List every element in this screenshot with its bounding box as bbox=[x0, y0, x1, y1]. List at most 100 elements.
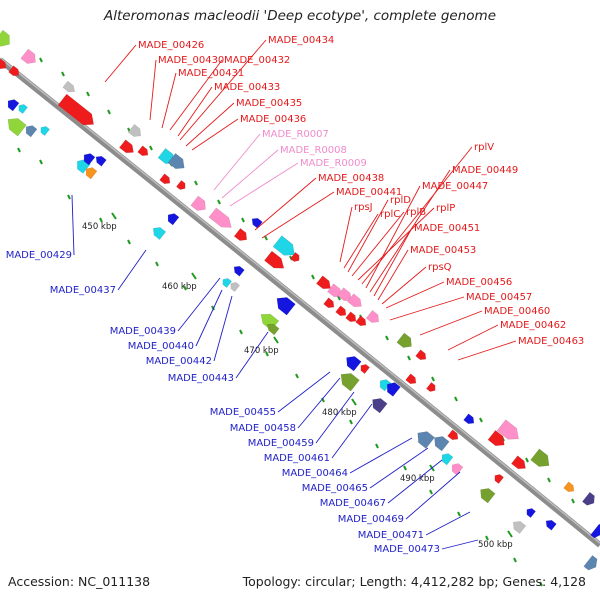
gene-arrow bbox=[346, 356, 362, 372]
leader-line bbox=[441, 539, 479, 550]
gene-arrow bbox=[62, 80, 76, 93]
scale-dash bbox=[311, 274, 315, 280]
leader-line bbox=[381, 266, 427, 305]
gene-arrow bbox=[40, 126, 50, 136]
leader-line bbox=[343, 213, 379, 269]
leader-line bbox=[405, 471, 461, 520]
gene-arrow bbox=[18, 104, 28, 114]
label-reverse-gene: MADE_00440 bbox=[128, 341, 194, 352]
label-forward-gene: MADE_00438 bbox=[318, 173, 384, 184]
gene-arrow bbox=[582, 491, 595, 506]
leader-line bbox=[71, 194, 75, 256]
gene-arrow bbox=[545, 519, 557, 531]
leader-line bbox=[377, 249, 409, 301]
gene-arrow bbox=[290, 252, 300, 262]
label-rna-gene: MADE_R0007 bbox=[262, 129, 329, 140]
label-reverse-gene: MADE_00465 bbox=[302, 483, 368, 494]
gene-arrow bbox=[266, 323, 280, 336]
label-forward-gene: rplV bbox=[474, 142, 494, 153]
leader-line bbox=[195, 289, 223, 347]
label-forward-gene: rplB bbox=[406, 207, 426, 218]
gene-arrow bbox=[583, 555, 598, 571]
summary-text: Topology: circular; Length: 4,412,282 bp… bbox=[242, 574, 586, 589]
scale-dash bbox=[17, 147, 21, 153]
label-forward-gene: rplD bbox=[390, 195, 411, 206]
scale-dash bbox=[539, 581, 543, 587]
label-forward-gene: MADE_00435 bbox=[236, 98, 302, 109]
gene-arrow bbox=[222, 278, 232, 288]
tick-label: 500 kbp bbox=[478, 540, 513, 550]
tick-mark bbox=[111, 212, 117, 220]
gene-arrow bbox=[379, 379, 392, 392]
leader-line bbox=[179, 39, 267, 141]
label-forward-gene: MADE_00447 bbox=[422, 181, 488, 192]
label-rna-gene: MADE_R0008 bbox=[280, 145, 347, 156]
scale-dash bbox=[194, 180, 198, 186]
scale-dash bbox=[485, 535, 489, 541]
gene-arrow bbox=[355, 315, 367, 327]
leader-line bbox=[235, 331, 269, 379]
scale-dash bbox=[454, 396, 458, 402]
gene-arrow bbox=[335, 305, 347, 317]
gene-arrow bbox=[434, 436, 450, 452]
tick-label: 490 kbp bbox=[400, 474, 435, 484]
leader-line bbox=[117, 249, 147, 291]
scale-dash bbox=[264, 235, 268, 241]
leader-line bbox=[347, 199, 389, 273]
label-forward-gene: MADE_00451 bbox=[414, 223, 480, 234]
scale-dash bbox=[99, 217, 103, 223]
gene-arrow bbox=[176, 180, 186, 190]
label-forward-gene: MADE_00436 bbox=[240, 114, 306, 125]
label-reverse-gene: MADE_00473 bbox=[374, 544, 440, 555]
scale-dash bbox=[375, 443, 379, 449]
scale-dash bbox=[429, 489, 433, 495]
gene-arrow bbox=[396, 332, 412, 348]
gene-arrow bbox=[360, 364, 370, 374]
label-forward-gene: rplC bbox=[380, 209, 400, 220]
label-forward-gene: MADE_00430 bbox=[158, 55, 224, 66]
label-reverse-gene: MADE_00455 bbox=[210, 407, 276, 418]
label-forward-gene: MADE_00433 bbox=[214, 82, 280, 93]
leader-line bbox=[229, 162, 299, 207]
gene-arrow bbox=[345, 311, 357, 323]
leader-line bbox=[339, 206, 353, 263]
leader-line bbox=[373, 227, 413, 297]
scale-dash bbox=[155, 261, 159, 267]
accession-text: Accession: NC_011138 bbox=[8, 574, 151, 589]
genome-backbone bbox=[0, 57, 600, 548]
leader-line bbox=[447, 324, 499, 351]
label-rna-gene: MADE_R0009 bbox=[300, 158, 367, 169]
label-forward-gene: MADE_00441 bbox=[336, 187, 402, 198]
scale-dash bbox=[211, 305, 215, 311]
leader-line bbox=[169, 59, 223, 131]
label-forward-gene: MADE_00462 bbox=[500, 320, 566, 331]
scale-dash bbox=[217, 199, 221, 205]
gene-arrow bbox=[487, 429, 505, 446]
tick-mark bbox=[351, 398, 357, 406]
leader-line bbox=[457, 340, 517, 361]
tick-mark bbox=[507, 530, 513, 538]
scale-dash bbox=[67, 194, 71, 200]
label-reverse-gene: MADE_00464 bbox=[282, 468, 348, 479]
scale-dash bbox=[265, 351, 269, 357]
gene-arrow bbox=[208, 207, 232, 228]
gene-arrow bbox=[323, 297, 335, 309]
gene-arrow bbox=[441, 453, 454, 466]
scale-dash bbox=[295, 373, 299, 379]
scale-dash bbox=[385, 335, 389, 341]
gene-arrow bbox=[316, 275, 331, 290]
gene-arrow bbox=[25, 125, 38, 138]
gene-arrow bbox=[415, 349, 427, 361]
label-forward-gene: MADE_00463 bbox=[518, 336, 584, 347]
gene-arrow bbox=[7, 118, 27, 137]
leader-line bbox=[389, 296, 465, 321]
label-forward-gene: MADE_00432 bbox=[224, 55, 290, 66]
scale-dash bbox=[431, 376, 435, 382]
gene-arrow bbox=[85, 167, 98, 180]
label-reverse-gene: MADE_00461 bbox=[264, 453, 330, 464]
gene-arrow bbox=[127, 124, 141, 137]
leader-line bbox=[149, 59, 157, 121]
gene-arrow bbox=[251, 217, 263, 229]
scale-dash bbox=[61, 71, 65, 77]
